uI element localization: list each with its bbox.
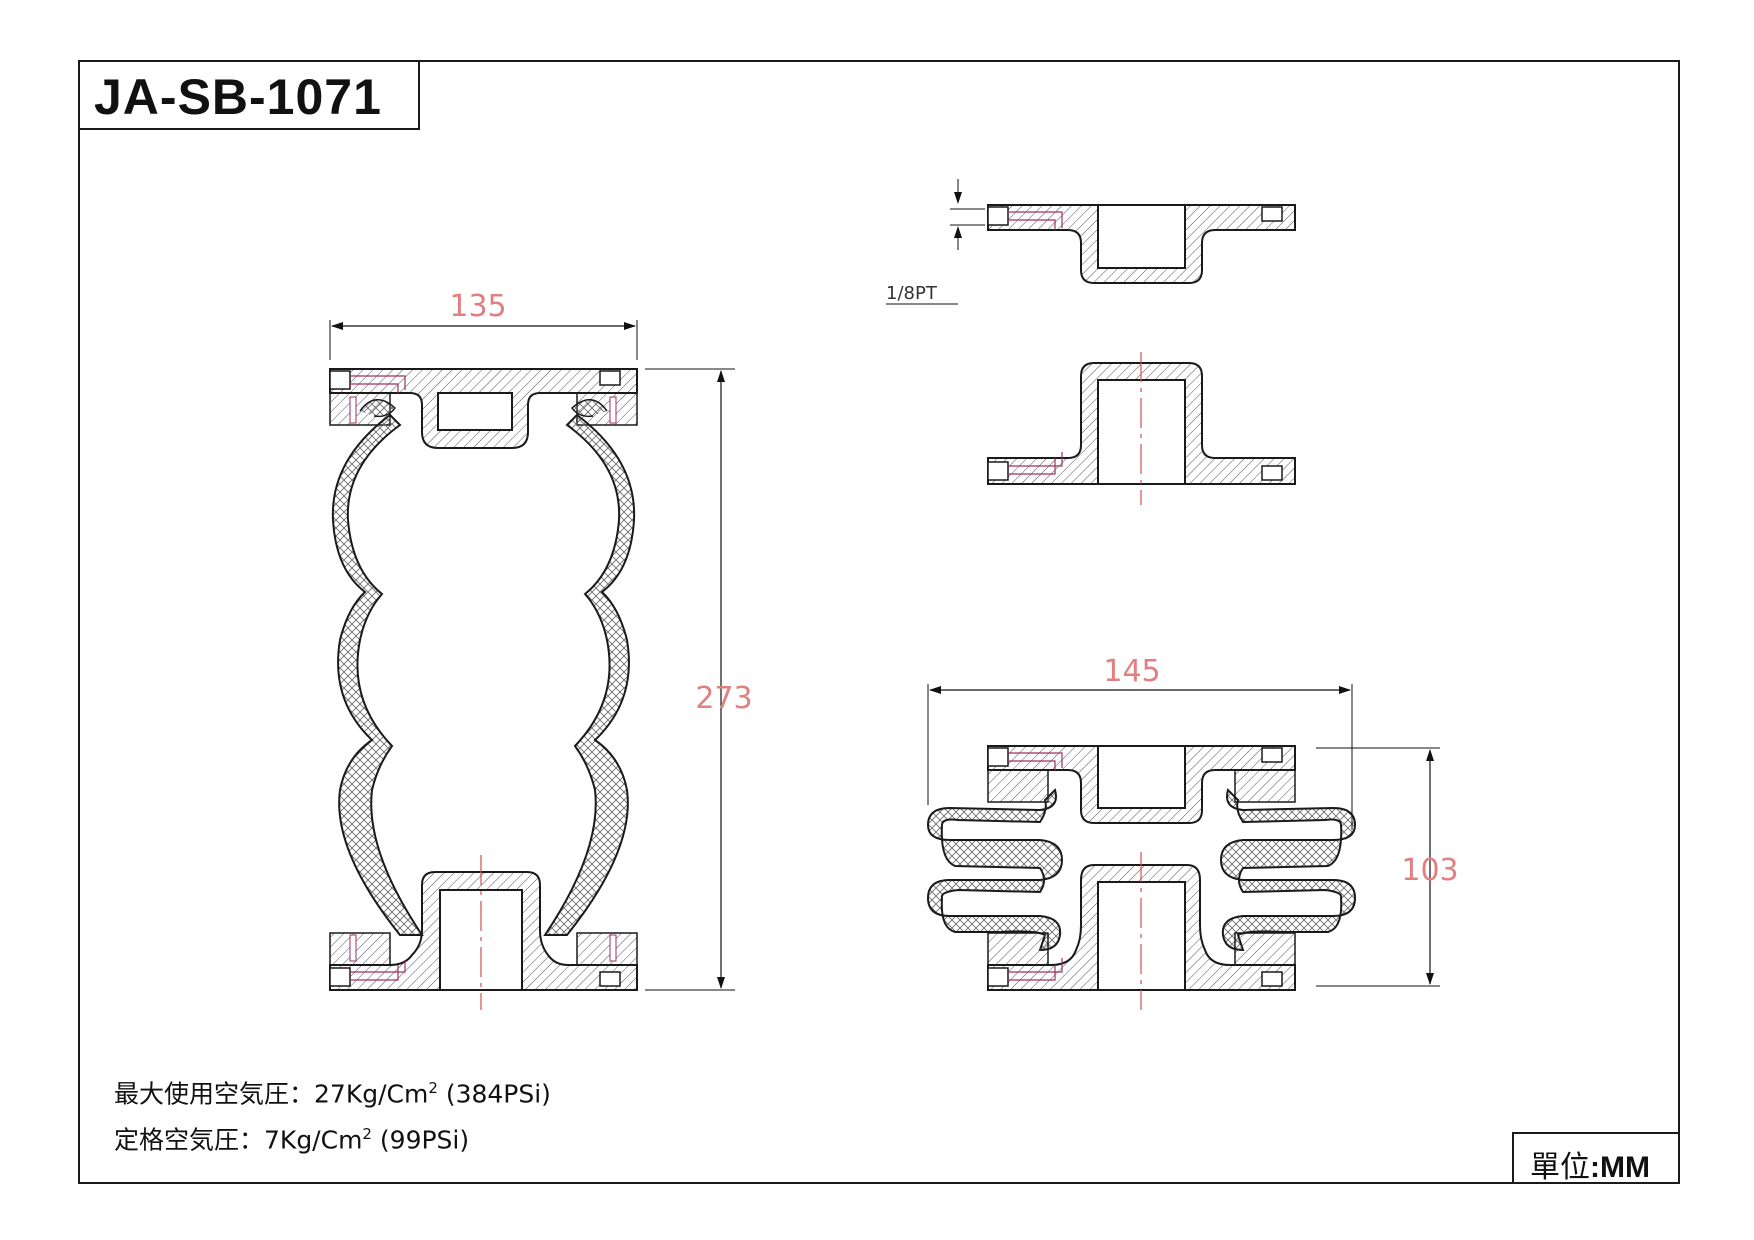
air-port-bottom-compressed xyxy=(987,967,1009,987)
dim-height-extended: 273 xyxy=(695,681,752,716)
upper-plate-detail: 1/8PT xyxy=(886,179,1296,305)
bolt-top-compressed xyxy=(1261,747,1283,763)
rubber-body-extended xyxy=(331,413,424,936)
drawing-frame xyxy=(78,60,1680,1184)
spec-value: 7Kg/Cm xyxy=(264,1125,363,1155)
rubber-folds-right xyxy=(1219,788,1357,952)
air-port-upper-detail xyxy=(987,206,1009,226)
air-port-lower-detail xyxy=(987,461,1009,481)
unit-label: 單位 xyxy=(1530,1150,1590,1185)
rated-pressure-spec: 定格空気圧：7Kg/Cm2 (99PSi) xyxy=(114,1114,551,1160)
spec-value: 27Kg/Cm xyxy=(314,1079,429,1109)
unit-block: 單位:MM xyxy=(1512,1132,1680,1186)
unit-value: :MM xyxy=(1590,1151,1650,1184)
spec-exponent: 2 xyxy=(362,1125,372,1144)
bolt-upper-detail xyxy=(1261,206,1283,222)
spec-label: 最大使用空気圧： xyxy=(114,1079,315,1109)
air-port-compressed xyxy=(987,747,1009,767)
air-port-bottom-extended xyxy=(329,967,351,987)
unit-label-line: 單位:MM xyxy=(1530,1142,1650,1186)
spec-label: 定格空気圧： xyxy=(114,1125,265,1155)
rubber-folds-left xyxy=(926,788,1064,952)
title-block: JA-SB-1071 xyxy=(78,60,420,130)
spec-psi: (99PSi) xyxy=(371,1125,470,1155)
pressure-specs: 最大使用空気圧：27Kg/Cm2 (384PSi) 定格空気圧：7Kg/Cm2 … xyxy=(114,1068,551,1161)
dim-width-extended: 135 xyxy=(449,289,506,324)
dim-height-compressed: 103 xyxy=(1401,853,1458,888)
part-number-title: JA-SB-1071 xyxy=(94,69,382,125)
spec-psi: (384PSi) xyxy=(437,1079,551,1109)
extended-bellows-view: 135 273 xyxy=(329,289,753,1010)
bolt-lower-detail xyxy=(1261,465,1283,481)
air-port-extended xyxy=(329,370,351,390)
port-note: 1/8PT xyxy=(886,283,938,304)
lower-plate-detail xyxy=(987,352,1296,505)
compressed-bellows-view: 145 103 xyxy=(926,654,1459,1010)
dim-width-compressed: 145 xyxy=(1103,654,1160,689)
bolt-top-right-extended xyxy=(599,370,621,386)
bolt-bottom-compressed xyxy=(1261,971,1283,987)
max-pressure-spec: 最大使用空気圧：27Kg/Cm2 (384PSi) xyxy=(114,1068,551,1114)
spec-exponent: 2 xyxy=(428,1079,438,1097)
bolt-bottom-right-extended xyxy=(599,971,621,987)
